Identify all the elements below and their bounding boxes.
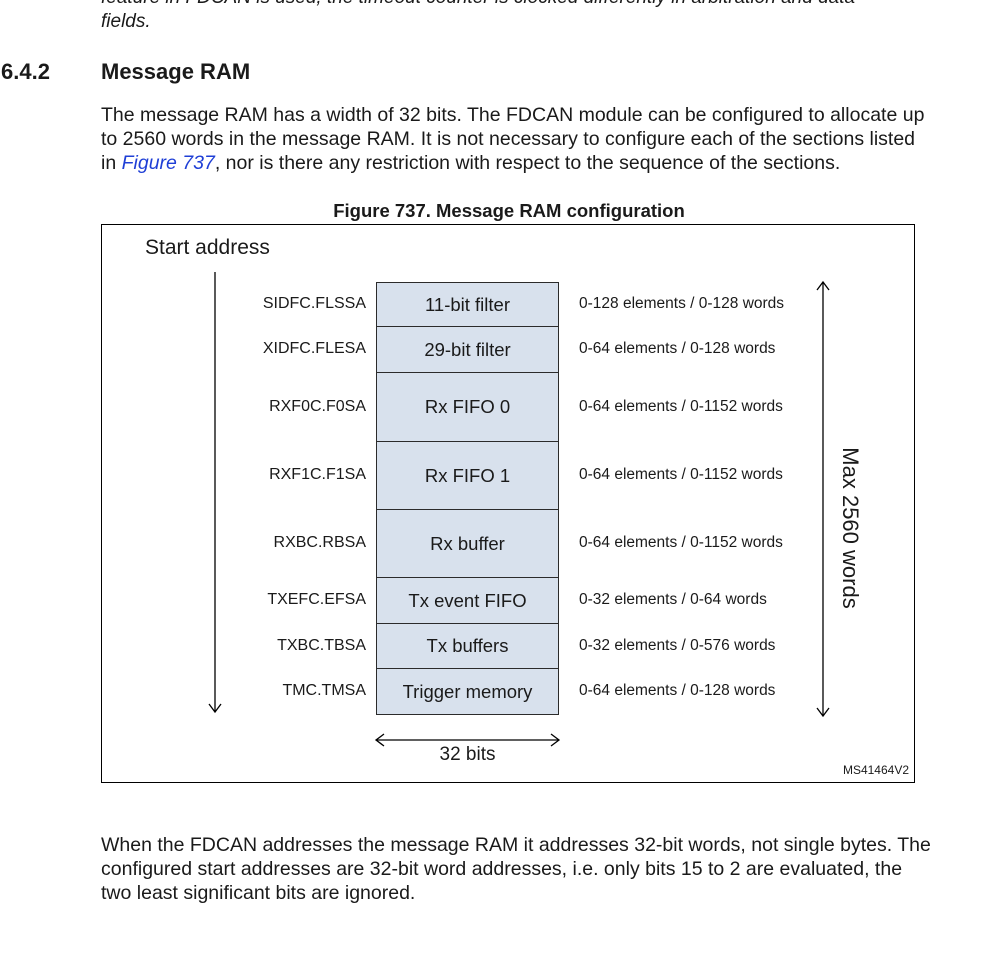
ram-section-name: 29-bit filter — [424, 338, 511, 360]
ram-sections: 11-bit filter 29-bit filter Rx FIFO 0 Rx FI… — [376, 282, 559, 715]
start-address-register: TMC.TMSA — [282, 682, 366, 699]
ram-section-cell: Tx buffers — [376, 624, 559, 669]
start-address-register: SIDFC.FLSSA — [262, 294, 366, 312]
previous-text-line: feature in FDCAN is used, the timeout co… — [101, 0, 921, 10]
ram-section-cell: Rx buffer — [376, 510, 559, 578]
intro-text-end: , nor is there any restriction with resp… — [214, 152, 841, 174]
section-size: 0-64 elements / 0-128 words — [579, 340, 776, 357]
ram-section-name: Trigger memory — [402, 680, 533, 702]
message-ram-figure: Start address 11-bit filter 29-bit filter… — [101, 224, 915, 783]
intro-paragraph: The message RAM has a width of 32 bits. … — [101, 103, 931, 175]
ram-section-name: Tx buffers — [426, 635, 509, 656]
figure-arrows — [208, 272, 830, 747]
ram-section-cell: Trigger memory — [376, 669, 559, 715]
intro-text: The message RAM has a width of 32 bits. … — [101, 104, 925, 174]
start-address-register: RXF0C.F0SA — [269, 397, 366, 415]
ram-section-cell: Rx FIFO 0 — [376, 373, 559, 442]
section-size: 0-64 elements / 0-128 words — [579, 682, 776, 699]
section-number: 6.4.2 — [1, 59, 50, 84]
figure-caption: Figure 737. Message RAM configuration — [333, 200, 685, 221]
previous-paragraph-tail: feature in FDCAN is used, the timeout co… — [101, 0, 921, 34]
addressing-paragraph: When the FDCAN addresses the message RAM… — [101, 834, 931, 904]
figure-link[interactable]: Figure 737 — [121, 152, 215, 174]
section-size: 0-64 elements / 0-1152 words — [579, 466, 783, 483]
ram-section-name: Rx FIFO 1 — [424, 464, 511, 486]
ram-section-cell: Tx event FIFO — [376, 578, 559, 624]
figure-id: MS41464V2 — [842, 763, 909, 777]
ram-section-name: Rx buffer — [430, 532, 505, 554]
start-address-label: Start address — [145, 236, 270, 259]
ram-section-cell: 29-bit filter — [376, 327, 559, 373]
start-address-register: RXBC.RBSA — [273, 534, 366, 551]
section-size: 0-32 elements / 0-576 words — [579, 636, 776, 654]
section-size: 0-128 elements / 0-128 words — [579, 294, 785, 312]
ram-section-cell: 11-bit filter — [376, 282, 559, 327]
section-size: 0-64 elements / 0-1152 words — [579, 397, 783, 415]
start-address-register: RXF1C.F1SA — [269, 466, 366, 483]
section-size: 0-32 elements / 0-64 words — [579, 591, 767, 608]
start-address-register: TXBC.TBSA — [277, 636, 366, 654]
start-address-register: XIDFC.FLESA — [262, 340, 366, 357]
ram-section-name: Tx event FIFO — [408, 589, 527, 611]
ram-section-name: Rx FIFO 0 — [424, 396, 511, 417]
max-words-label: Max 2560 words — [838, 447, 863, 609]
previous-text-line: fields. — [101, 11, 151, 32]
max-words-arrow — [816, 280, 830, 718]
ram-section-cell: Rx FIFO 1 — [376, 442, 559, 510]
section-title: Message RAM — [101, 59, 251, 84]
start-address-arrow — [208, 272, 222, 714]
width-arrow — [374, 733, 561, 747]
section-size: 0-64 elements / 0-1152 words — [579, 534, 783, 551]
ram-section-name: 11-bit filter — [425, 293, 510, 315]
width-label: 32 bits — [439, 744, 496, 765]
start-address-register: TXEFC.EFSA — [267, 591, 366, 608]
